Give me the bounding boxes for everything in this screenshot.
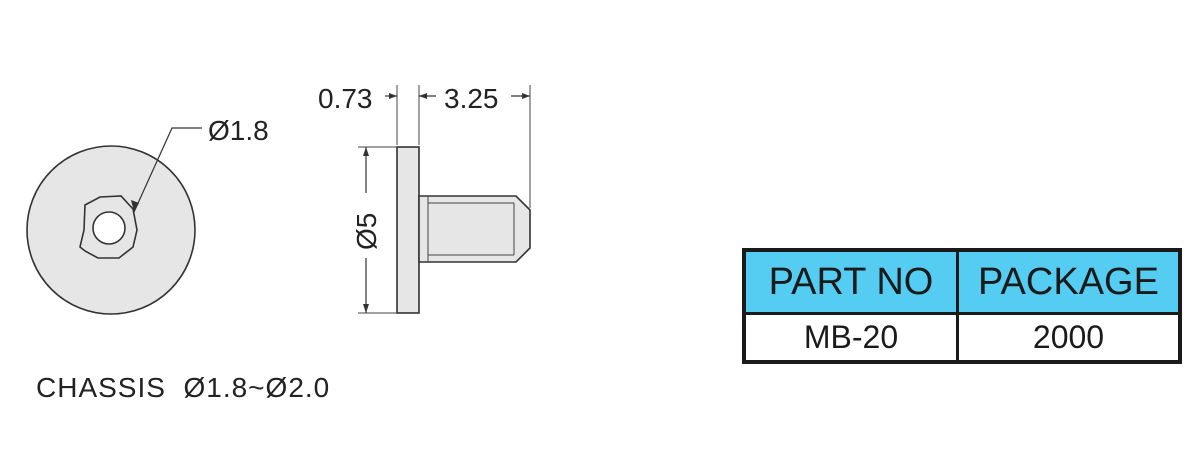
head-diameter-label: Ø5 xyxy=(351,213,382,250)
screw-head xyxy=(396,146,420,314)
diameter-leader xyxy=(133,127,202,213)
cell-package: 2000 xyxy=(959,315,1178,360)
shank-length-label: 3.25 xyxy=(444,83,499,114)
screw-shank xyxy=(418,195,531,263)
leader-arrow xyxy=(131,200,139,212)
head-thickness-label: 0.73 xyxy=(318,83,373,114)
parts-table: PART NO PACKAGE MB-20 2000 xyxy=(742,248,1182,364)
side-view: 0.73 3.25 Ø5 xyxy=(318,83,531,314)
front-view: Ø1.8 xyxy=(26,115,269,315)
cell-part-no: MB-20 xyxy=(746,315,956,360)
header-part-no: PART NO xyxy=(746,252,956,312)
header-package: PACKAGE xyxy=(959,252,1178,312)
socket-hole xyxy=(92,211,126,245)
chassis-note: CHASSIS Ø1.8~Ø2.0 xyxy=(36,372,331,403)
front-diameter-label: Ø1.8 xyxy=(208,115,269,146)
